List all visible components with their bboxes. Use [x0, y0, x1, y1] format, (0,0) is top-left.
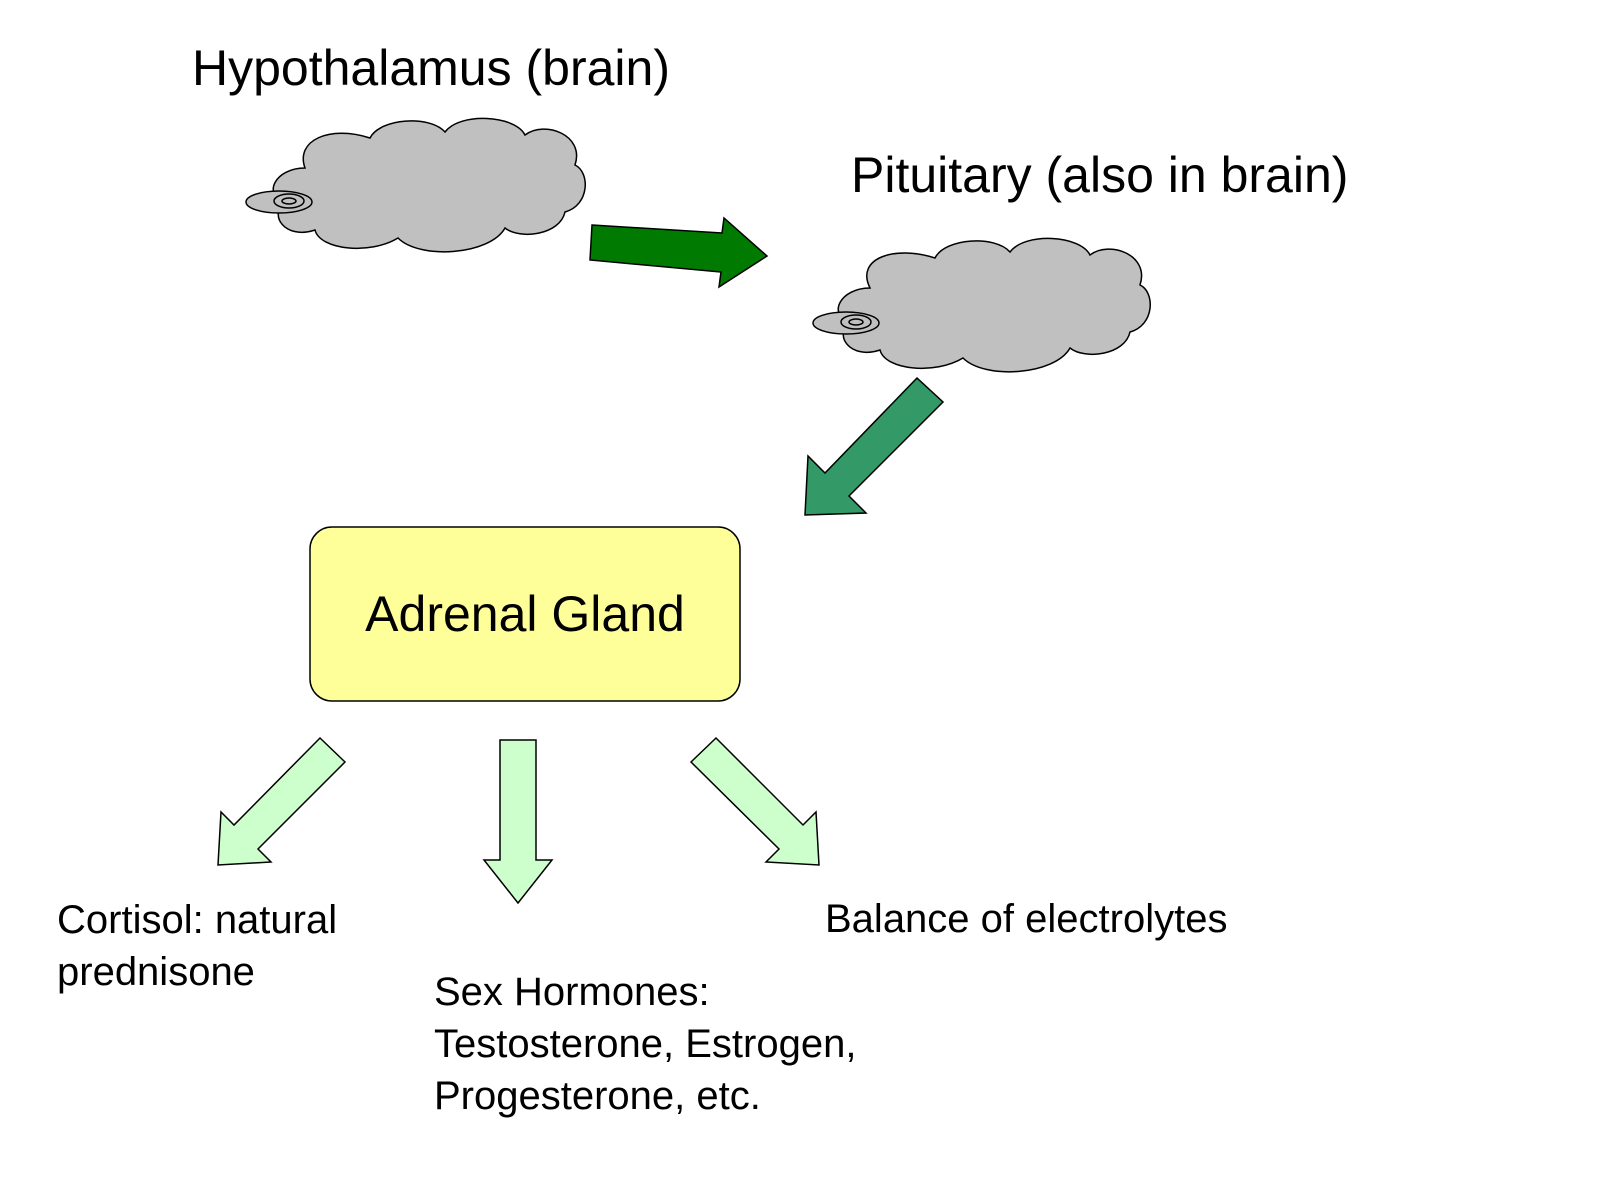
- arrow-pituitary-to-adrenal: [804, 376, 945, 516]
- cortisol-label: Cortisol: natural prednisone: [57, 898, 338, 994]
- sex-hormones-label: Sex Hormones: Testosterone, Estrogen, Pr…: [434, 970, 857, 1118]
- hypothalamus-label: Hypothalamus (brain): [192, 40, 670, 96]
- pituitary-label: Pituitary (also in brain): [851, 147, 1349, 203]
- adrenal-gland-box: [309, 526, 741, 702]
- arrow-adrenal-to-electrolytes: [689, 736, 820, 866]
- arrow-adrenal-to-cortisol: [217, 736, 347, 866]
- arrow-adrenal-to-sex-hormones: [482, 739, 554, 905]
- hypothalamus-cloud-icon: [245, 117, 586, 253]
- adrenal-gland-label: Adrenal Gland: [365, 586, 685, 642]
- pituitary-cloud-icon: [812, 237, 1151, 373]
- arrow-hypothalamus-to-pituitary: [589, 216, 769, 289]
- electrolytes-label: Balance of electrolytes: [825, 897, 1228, 941]
